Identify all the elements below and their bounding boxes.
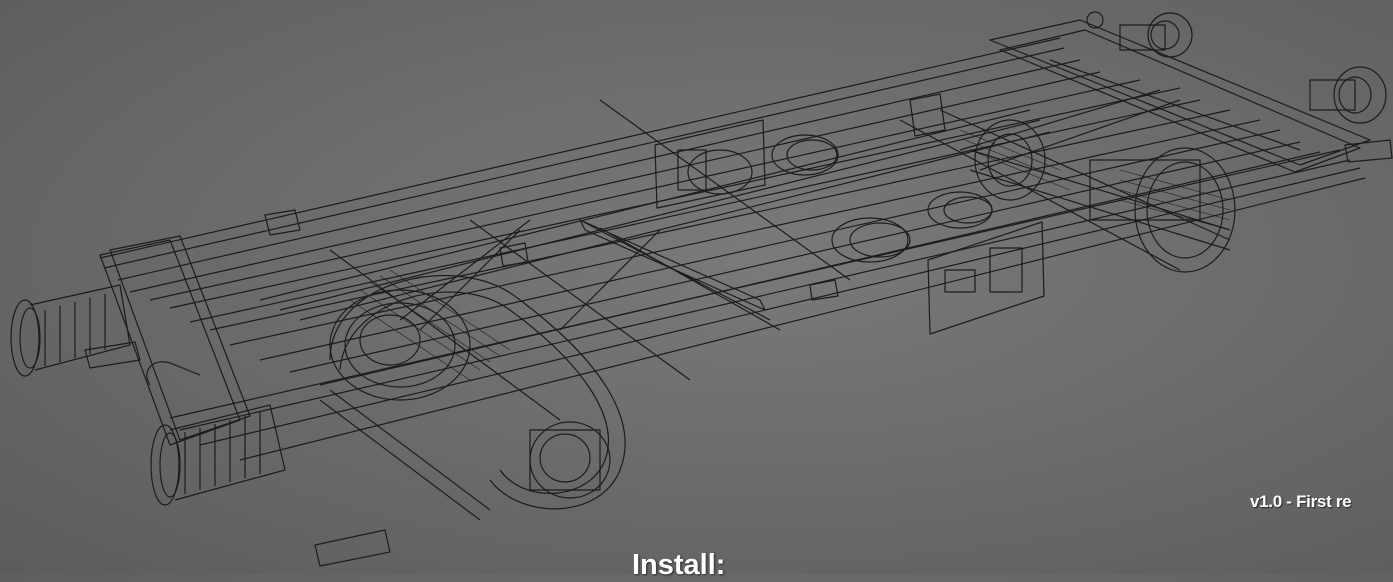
buffers-front [1086, 11, 1393, 163]
rear-bogie [319, 274, 626, 521]
front-bogie [969, 119, 1236, 273]
frame-rails [99, 37, 1366, 461]
version-note: v1.0 - First re [1250, 492, 1352, 511]
equipment [264, 93, 1045, 335]
buffers-rear [10, 284, 391, 567]
cross-members [329, 59, 1301, 421]
end-beams [99, 19, 1371, 446]
mesh-detail [349, 129, 1231, 381]
install-heading: Install: [632, 549, 726, 581]
